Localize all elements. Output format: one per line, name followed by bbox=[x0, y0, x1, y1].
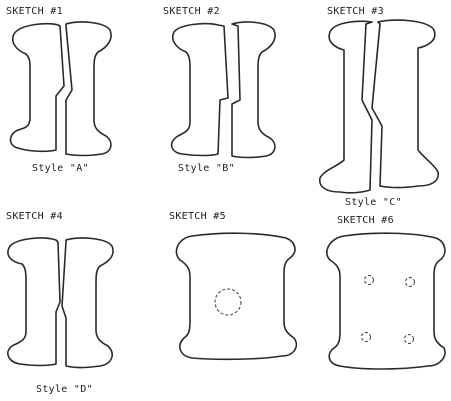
sketch-3-left-piece bbox=[318, 20, 373, 194]
sketch-6-title: SKETCH #6 bbox=[337, 215, 394, 226]
sketch-3-drawing bbox=[318, 19, 440, 194]
sketch-6-hole-top-right bbox=[405, 277, 415, 287]
sketch-5-hole bbox=[214, 288, 242, 316]
sketch-1-left-piece bbox=[9, 22, 65, 153]
sketch-2-title: SKETCH #2 bbox=[163, 6, 220, 17]
sketch-2-left-piece bbox=[170, 22, 229, 157]
sketch-2-caption: Style "B" bbox=[178, 163, 235, 174]
sketch-5-drawing bbox=[175, 232, 298, 361]
sketch-5-card bbox=[175, 232, 298, 361]
sketch-3-title: SKETCH #3 bbox=[327, 6, 384, 17]
sketch-2-drawing bbox=[170, 21, 276, 159]
sketch-1-drawing bbox=[9, 21, 112, 157]
sketch-2-right-piece bbox=[231, 21, 276, 159]
sketch-6-hole-bottom-left bbox=[361, 332, 371, 342]
sketch-1-right-piece bbox=[65, 21, 112, 157]
sketch-6-drawing bbox=[326, 232, 446, 370]
sketch-5-title: SKETCH #5 bbox=[169, 211, 226, 222]
sketch-4-left-piece bbox=[7, 237, 61, 367]
sketch-3-right-piece bbox=[371, 19, 440, 189]
sketch-1-caption: Style "A" bbox=[32, 163, 89, 174]
sketch-6-card bbox=[326, 232, 446, 370]
sketch-6-hole-bottom-right bbox=[404, 334, 414, 344]
sketch-4-title: SKETCH #4 bbox=[6, 211, 63, 222]
sketch-6-hole-top-left bbox=[364, 275, 374, 285]
sketch-3-caption: Style "C" bbox=[345, 197, 402, 208]
sketch-4-caption: Style "D" bbox=[36, 384, 93, 395]
sketch-1-title: SKETCH #1 bbox=[6, 6, 63, 17]
sketch-4-right-piece bbox=[61, 237, 114, 369]
sketch-4-drawing bbox=[7, 237, 114, 369]
